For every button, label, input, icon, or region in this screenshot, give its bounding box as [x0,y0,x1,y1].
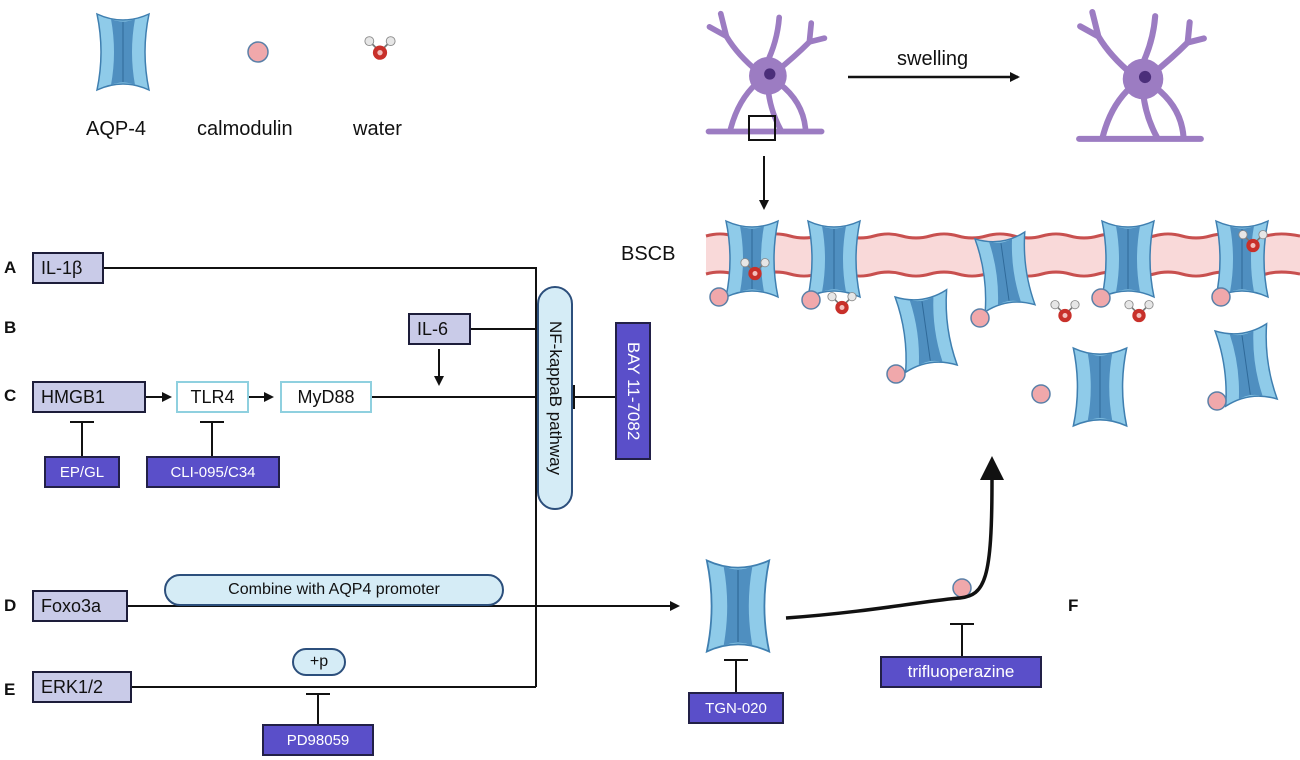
calmodulin-icon [886,364,906,384]
epgl-inhibition [70,421,94,456]
row-label-d: D [4,596,17,615]
erk-node: ERK1/2 [32,671,132,703]
legend-water-label: water [353,118,402,140]
trafficking-arrowhead [980,456,1004,480]
bscb-label: BSCB [621,243,676,265]
calmodulin-icon [801,290,821,310]
aqp4-target-channel [705,559,771,653]
epgl-inhibitor: EP/GL [44,456,120,488]
calmodulin-icon [709,287,729,307]
calmodulin-icon [1031,384,1051,404]
tgn-inhibition [724,659,748,692]
cli-inhibitor: CLI-095/C34 [146,456,280,488]
trifluoperazine-inhibitor: trifluoperazine [880,656,1042,688]
calmodulin-icon [1091,288,1111,308]
row-label-c: C [4,386,17,405]
il1b-node: IL-1β [32,252,104,284]
aqp4-channel [725,220,779,298]
aqp4-channel [1214,322,1278,408]
water-molecule-icon [1049,299,1081,324]
pd-inhibitor: PD98059 [262,724,374,756]
pathway-line-a [104,267,537,687]
legend-aqp4-icon [96,13,150,91]
row-label-b: B [4,318,17,337]
row-label-f: F [1068,596,1079,615]
myd88-node: MyD88 [280,381,372,413]
row-label-e: E [4,680,16,699]
legend-calmodulin-label: calmodulin [197,118,293,140]
calmodulin-icon [1211,287,1231,307]
cli-inhibition [200,421,224,456]
calmodulin-icon [952,578,972,598]
zoom-box [748,115,776,141]
calmodulin-icon [970,308,990,328]
trif-inhibition [950,623,974,656]
row-label-a: A [4,258,17,277]
aqp4-channel [894,288,958,374]
pd-inhibition [306,693,330,724]
legend-calmodulin-icon [247,41,269,63]
bay-inhibitor: BAY 11-7082 [615,322,651,460]
water-molecule-icon [826,291,858,316]
aqp4-channel [1101,220,1155,298]
aqp4-channel [807,220,861,298]
bay-inhibition [573,385,615,409]
tlr4-node: TLR4 [176,381,249,413]
hmgb1-node: HMGB1 [32,381,146,413]
phosphorylation-pill: +p [292,648,346,676]
tgn-inhibitor: TGN-020 [688,692,784,724]
swollen-astrocyte-icon [1076,12,1204,142]
water-molecule-icon [1123,299,1155,324]
aqp4-channel [1072,347,1128,427]
foxo3a-node: Foxo3a [32,590,128,622]
il6-node: IL-6 [408,313,471,345]
legend-aqp4-label: AQP-4 [86,118,147,140]
swelling-label: swelling [897,48,969,70]
calmodulin-icon [1207,391,1227,411]
nfkb-pathway-pill: NF-kappaB pathway [537,286,573,510]
legend-water-icon [363,35,397,61]
trafficking-arrow [785,479,994,620]
combine-promoter-pill: Combine with AQP4 promoter [164,574,504,606]
